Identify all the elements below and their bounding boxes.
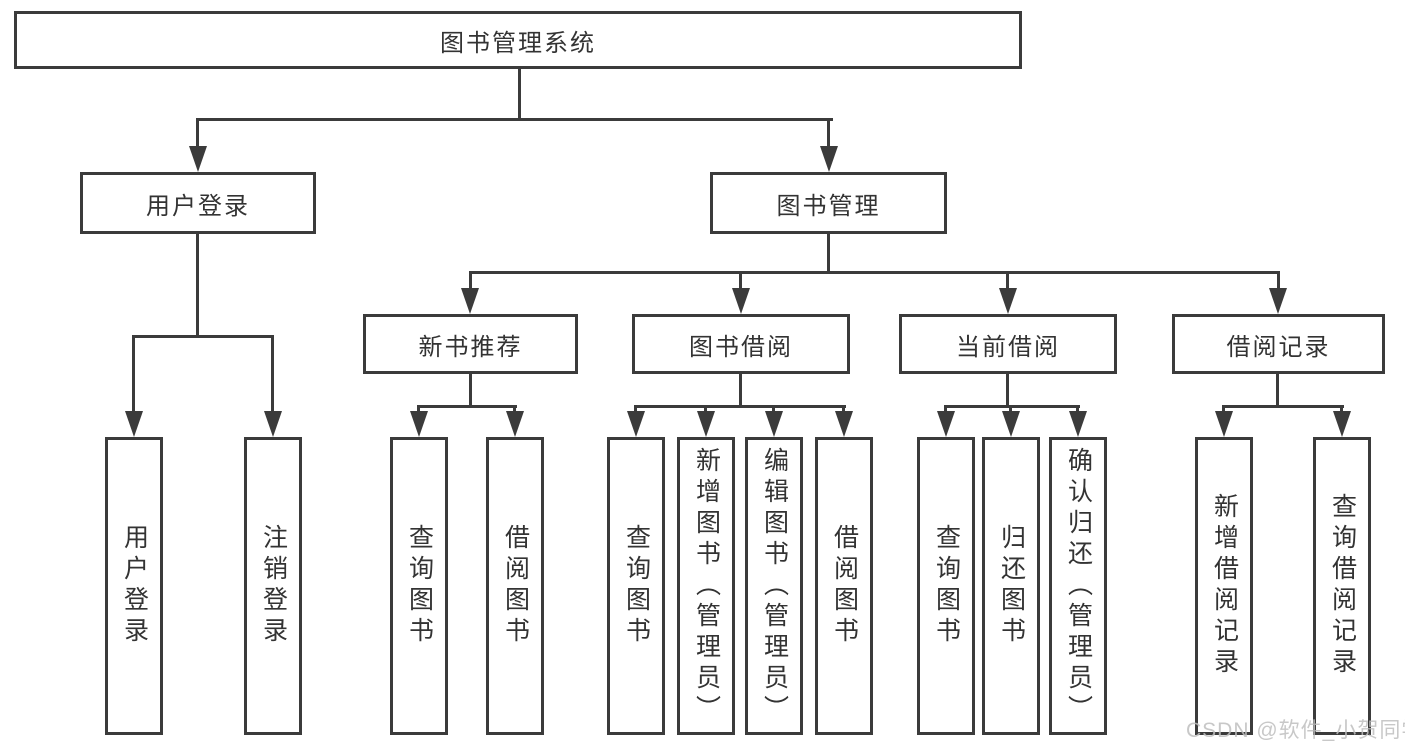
connector-line [469,271,1280,274]
connector-line [1006,374,1009,408]
connector-line [1340,405,1343,415]
node-records-add-record: 新增借阅记录 [1195,437,1253,735]
arrowhead-down-icon [937,411,955,437]
arrowhead-down-icon [264,411,282,437]
connector-line [1009,405,1012,415]
node-label: 编辑图书（管理员） [760,446,789,726]
node-records-query-record: 查询借阅记录 [1313,437,1371,735]
node-current-borrowing: 当前借阅 [899,314,1117,374]
node-label: 当前借阅 [956,333,1060,361]
connector-line [1276,374,1279,408]
connector-line [944,405,947,415]
node-label: 图书借阅 [689,333,793,361]
connector-line [739,271,742,293]
connector-line [1223,405,1344,408]
connector-line [772,405,775,415]
connector-line [132,335,274,338]
arrowhead-down-icon [765,411,783,437]
arrowhead-down-icon [732,288,750,314]
connector-line [704,405,707,415]
arrowhead-down-icon [820,146,838,172]
connector-line [634,405,637,415]
connector-line [1277,271,1280,293]
node-label: 用户登录 [120,524,149,648]
node-new-book-recommend: 新书推荐 [363,314,578,374]
connector-line [945,405,1080,408]
connector-line [469,374,472,408]
connector-line [132,335,135,415]
node-label: 图书管理系统 [440,29,596,57]
connector-line [513,405,516,415]
node-current-confirm-return-admin: 确认归还（管理员） [1049,437,1107,735]
node-label: 新增借阅记录 [1210,493,1239,679]
arrowhead-down-icon [835,411,853,437]
connector-line [271,335,274,415]
arrowhead-down-icon [1069,411,1087,437]
connector-line [739,374,742,408]
node-label: 确认归还（管理员） [1064,446,1093,726]
arrowhead-down-icon [125,411,143,437]
node-label: 归还图书 [997,524,1026,648]
node-label: 查询借阅记录 [1328,493,1357,679]
node-label: 新书推荐 [418,333,523,361]
connector-line [196,118,199,152]
node-label: 新增图书（管理员） [692,446,721,726]
node-current-return-books: 归还图书 [982,437,1040,735]
arrowhead-down-icon [1215,411,1233,437]
node-recommend-borrow-books: 借阅图书 [486,437,544,735]
connector-line [196,234,199,338]
node-book-management: 图书管理 [710,172,947,234]
arrowhead-down-icon [627,411,645,437]
arrowhead-down-icon [1333,411,1351,437]
csdn-watermark: CSDN @软件_小贺同学 [1186,719,1405,742]
node-user-login-action: 用户登录 [105,437,163,735]
arrowhead-down-icon [410,411,428,437]
node-library-system: 图书管理系统 [14,11,1022,69]
node-label: 查询图书 [405,524,434,648]
connector-line [196,118,833,121]
arrowhead-down-icon [189,146,207,172]
node-label: 借阅记录 [1226,333,1331,361]
connector-line [518,69,521,121]
node-current-query-books: 查询图书 [917,437,975,735]
node-recommend-query-books: 查询图书 [390,437,448,735]
node-label: 用户登录 [146,192,250,220]
connector-line [1222,405,1225,415]
node-label: 借阅图书 [830,524,859,648]
node-user-login: 用户登录 [80,172,316,234]
node-label: 图书管理 [776,192,881,220]
node-borrowing-add-books-admin: 新增图书（管理员） [677,437,735,735]
connector-line [418,405,517,408]
connector-line [469,271,472,293]
connector-line [1006,271,1009,293]
connector-line [842,405,845,415]
arrowhead-down-icon [461,288,479,314]
node-borrowing-edit-books-admin: 编辑图书（管理员） [745,437,803,735]
arrowhead-down-icon [506,411,524,437]
node-borrowing-borrow-books: 借阅图书 [815,437,873,735]
arrowhead-down-icon [999,288,1017,314]
node-label: 注销登录 [259,524,288,648]
connector-line [827,118,830,152]
connector-line [1076,405,1079,415]
arrowhead-down-icon [1002,411,1020,437]
arrowhead-down-icon [1269,288,1287,314]
connector-line [827,234,830,274]
arrowhead-down-icon [697,411,715,437]
node-borrowing-records: 借阅记录 [1172,314,1385,374]
node-label: 查询图书 [622,524,651,648]
node-borrowing-query-books: 查询图书 [607,437,665,735]
connector-line [417,405,420,415]
node-logout-action: 注销登录 [244,437,302,735]
node-book-borrowing: 图书借阅 [632,314,850,374]
node-label: 查询图书 [932,524,961,648]
node-label: 借阅图书 [501,524,530,648]
connector-line [635,405,846,408]
